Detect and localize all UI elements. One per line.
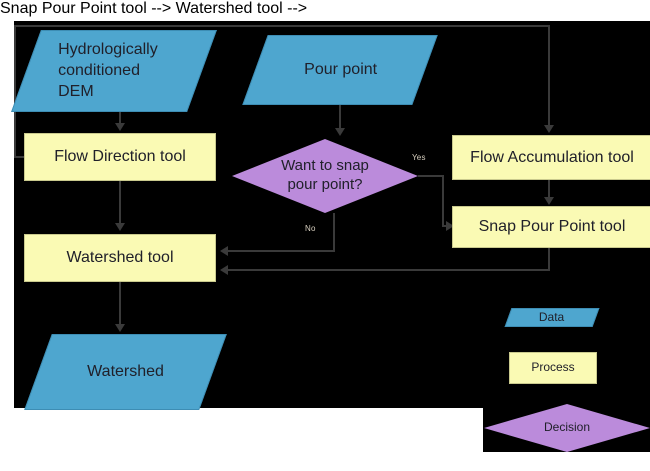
- node-snap-pour-point-tool[interactable]: Snap Pour Point tool: [452, 206, 650, 248]
- connector-decision-yes-into-snap: [442, 225, 448, 227]
- connector-pour-point-to-decision: [339, 105, 341, 128]
- node-label: Flow Accumulation tool: [470, 148, 634, 166]
- connector-snap-to-watershed-tool: [228, 269, 550, 271]
- node-pour-point[interactable]: Pour point: [242, 35, 438, 105]
- node-hydrologically-conditioned-dem[interactable]: Hydrologically conditioned DEM: [11, 30, 217, 112]
- legend-label: Data: [539, 309, 565, 324]
- legend-label: Decision: [543, 420, 591, 435]
- connector-dem-into-flow-direction: [14, 156, 26, 158]
- node-watershed[interactable]: Watershed: [24, 334, 227, 410]
- arrowhead-into-watershed-tool-snap: [220, 265, 228, 275]
- node-label: Flow Direction tool: [54, 148, 186, 166]
- legend-data-shape: Data: [504, 308, 600, 327]
- node-watershed-tool[interactable]: Watershed tool: [24, 234, 216, 282]
- legend-label: Process: [531, 360, 575, 375]
- arrowhead-into-watershed-tool-top: [115, 223, 125, 231]
- arrowhead-into-decision: [335, 128, 345, 136]
- edge-label-yes: Yes: [412, 153, 426, 162]
- connector-dem-to-flow-direction: [119, 112, 121, 124]
- connector-decision-yes-drop: [442, 175, 444, 226]
- connector-decision-no-run: [228, 250, 335, 252]
- legend-process-shape: Process: [509, 352, 597, 384]
- connector-down-to-flow-accumulation: [548, 25, 550, 125]
- arrowhead-into-flow-accumulation: [544, 125, 554, 133]
- node-label: Snap Pour Point tool: [478, 218, 626, 236]
- arrowhead-into-snap-pour-point: [446, 221, 454, 231]
- arrowhead-into-watershed: [115, 324, 125, 332]
- connector-flow-accumulation-to-snap: [548, 180, 550, 197]
- connector-dem-left-riser: [14, 25, 16, 158]
- connector-decision-no-drop: [333, 213, 335, 251]
- node-label: Watershed tool: [66, 249, 174, 267]
- node-label: Hydrologically conditioned DEM: [58, 41, 158, 101]
- connector-snap-drop: [548, 248, 550, 271]
- node-flow-accumulation-tool[interactable]: Flow Accumulation tool: [452, 135, 650, 180]
- node-label: Want to snap pour point?: [281, 157, 369, 193]
- node-label: Watershed: [87, 363, 164, 381]
- node-flow-direction-tool[interactable]: Flow Direction tool: [24, 133, 216, 181]
- arrowhead-into-snap-from-accumulation: [544, 197, 554, 205]
- node-label: Pour point: [303, 61, 377, 79]
- connector-dem-to-flow-accumulation-top: [14, 25, 550, 27]
- connector-flow-direction-to-watershed-tool: [119, 181, 121, 223]
- edge-label-no: No: [305, 224, 316, 233]
- connector-watershed-tool-to-watershed: [119, 282, 121, 324]
- arrowhead-into-watershed-tool-no: [220, 246, 228, 256]
- arrowhead-into-flow-direction: [115, 123, 125, 131]
- connector-decision-yes-out: [418, 175, 444, 177]
